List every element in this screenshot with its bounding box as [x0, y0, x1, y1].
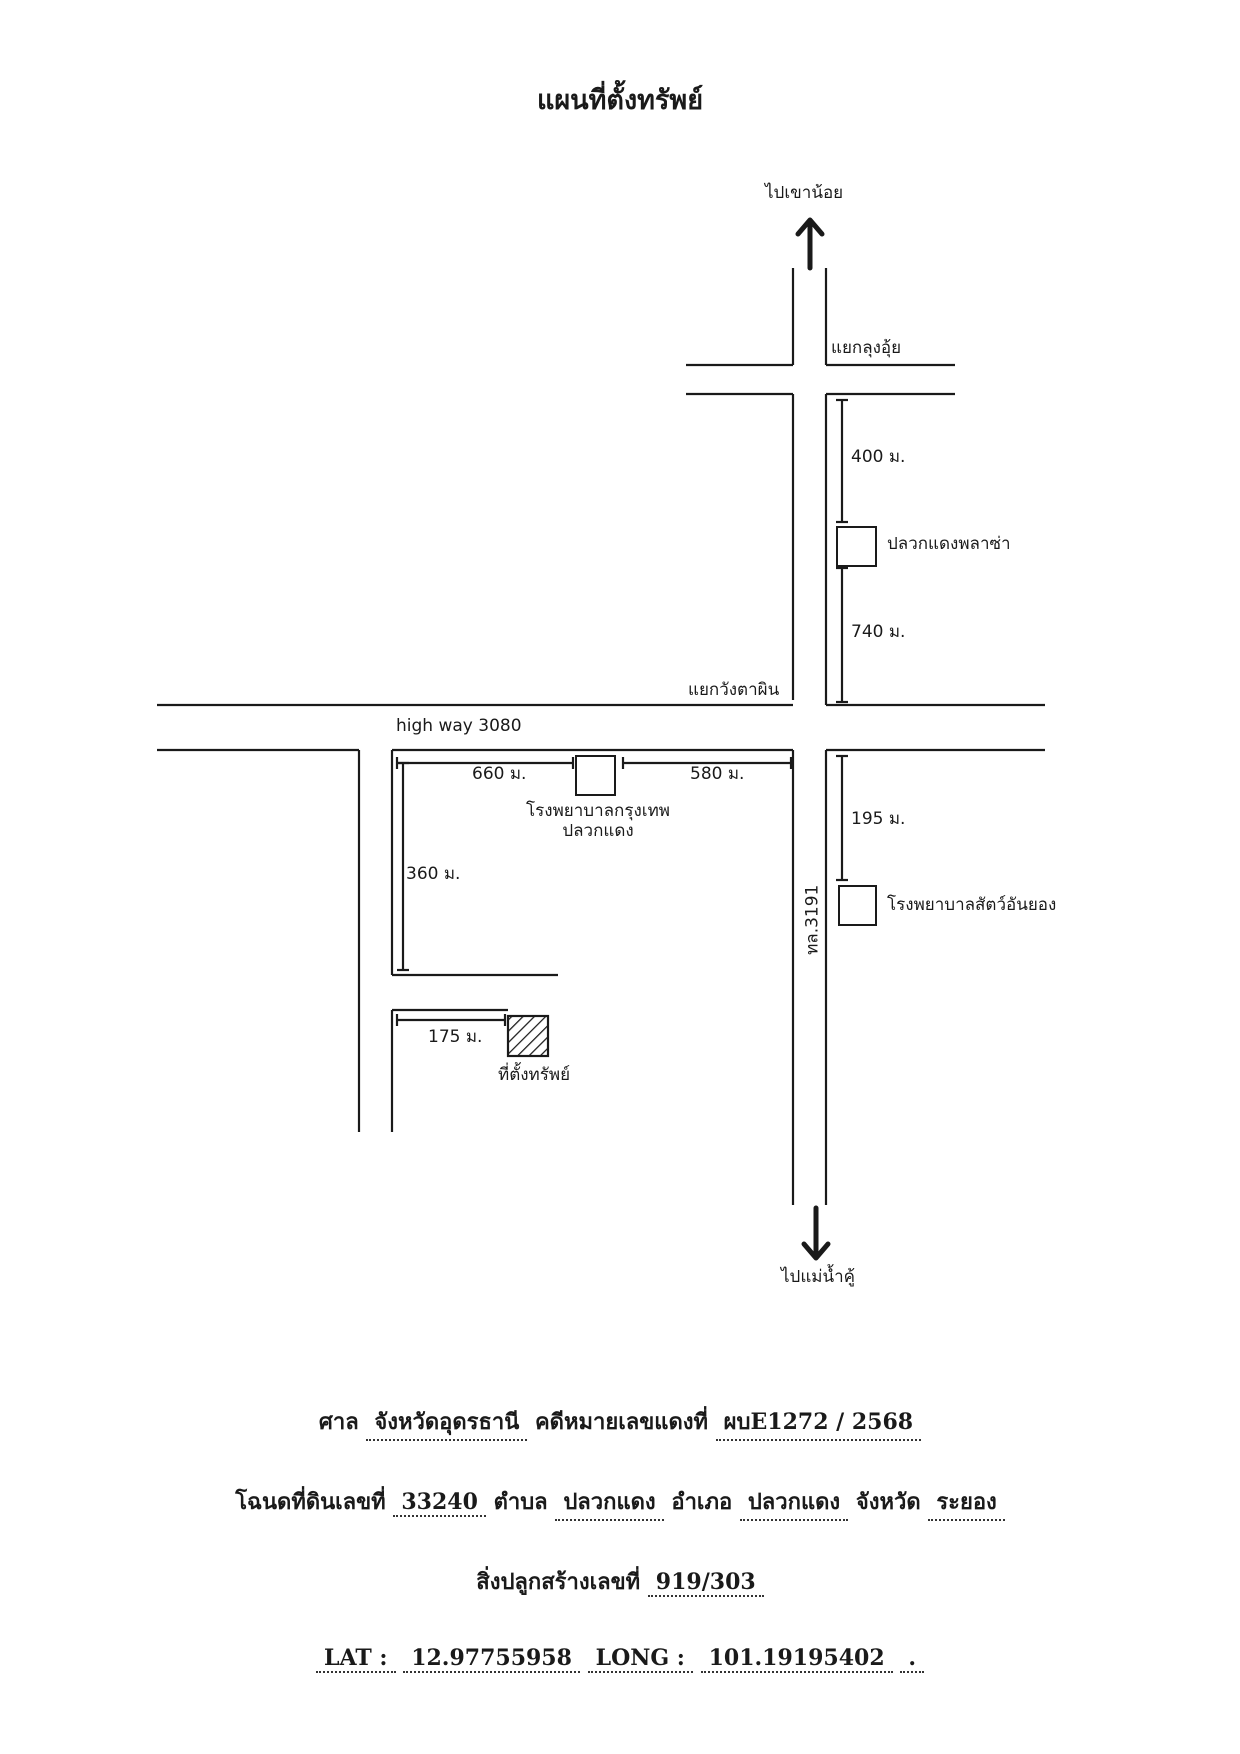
subdistrict-value: ปลวกแดง — [555, 1484, 664, 1521]
case-label: คดีหมายเลขแดงที่ — [534, 1409, 708, 1435]
district-value: ปลวกแดง — [739, 1484, 849, 1521]
label-road-3191: ทล.3191 — [802, 884, 823, 955]
label-dist-400: 400 ม. — [851, 447, 906, 467]
label-dist-580: 580 ม. — [690, 764, 745, 784]
label-junction-north: แยกลุงอุ้ย — [831, 338, 902, 358]
label-to-north: ไปเขาน้อย — [765, 183, 844, 203]
south-arrow-icon — [801, 1205, 831, 1261]
deed-value: 33240 — [393, 1489, 486, 1517]
label-dist-660: 660 ม. — [472, 764, 527, 784]
label-highway-3080: high way 3080 — [396, 716, 522, 736]
district-label: อำเภอ — [671, 1489, 733, 1515]
vet-box — [838, 885, 877, 926]
court-value: จังหวัดอุดรธานี — [366, 1404, 528, 1441]
deed-label: โฉนดที่ดินเลขที่ — [235, 1489, 386, 1515]
province-label: จังหวัด — [855, 1489, 921, 1515]
label-to-south: ไปแม่น้ำคู้ — [781, 1267, 856, 1287]
case-value: ผบE1272 / 2568 — [715, 1404, 922, 1441]
label-hospital-line1: โรงพยาบาลกรุงเทพ — [526, 801, 670, 821]
subdistrict-label: ตำบล — [493, 1489, 548, 1515]
label-dist-740: 740 ม. — [851, 622, 906, 642]
label-junction-main: แยกวังตาผิน — [688, 680, 780, 700]
label-plaza: ปลวกแดงพลาซ่า — [887, 534, 1011, 554]
page-title: แผนที่ตั้งทรัพย์ — [536, 85, 704, 116]
lat-value: 12.97755958 — [403, 1645, 580, 1673]
long-value: 101.19195402 — [700, 1645, 893, 1673]
label-property: ที่ตั้งทรัพย์ — [498, 1065, 571, 1085]
label-hospital-line2: ปลวกแดง — [562, 820, 634, 841]
end-mark: . — [900, 1645, 924, 1673]
province-value: ระยอง — [928, 1484, 1005, 1521]
deed-row: โฉนดที่ดินเลขที่ 33240 ตำบล ปลวกแดง อำเภ… — [0, 1484, 1240, 1521]
hospital-box — [575, 755, 616, 796]
label-hospital: โรงพยาบาลกรุงเทพ ปลวกแดง — [526, 801, 670, 841]
label-vet: โรงพยาบาลสัตว์อันยอง — [887, 895, 1057, 915]
court-label: ศาล — [318, 1409, 359, 1435]
building-row: สิ่งปลูกสร้างเลขที่ 919/303 — [0, 1564, 1240, 1599]
plaza-box — [836, 526, 877, 567]
north-arrow-icon — [795, 217, 825, 271]
label-dist-360: 360 ม. — [406, 864, 461, 884]
court-row: ศาล จังหวัดอุดรธานี คดีหมายเลขแดงที่ ผบE… — [0, 1404, 1240, 1441]
label-dist-195: 195 ม. — [851, 809, 906, 829]
property-marker — [506, 1014, 550, 1058]
long-label: LONG : — [587, 1645, 693, 1673]
location-map — [157, 217, 1045, 1261]
building-label: สิ่งปลูกสร้างเลขที่ — [476, 1569, 641, 1595]
lat-label: LAT : — [316, 1645, 396, 1673]
coordinates-row: LAT : 12.97755958 LONG : 101.19195402 . — [0, 1645, 1240, 1673]
label-dist-175: 175 ม. — [428, 1027, 483, 1047]
building-value: 919/303 — [647, 1569, 764, 1597]
